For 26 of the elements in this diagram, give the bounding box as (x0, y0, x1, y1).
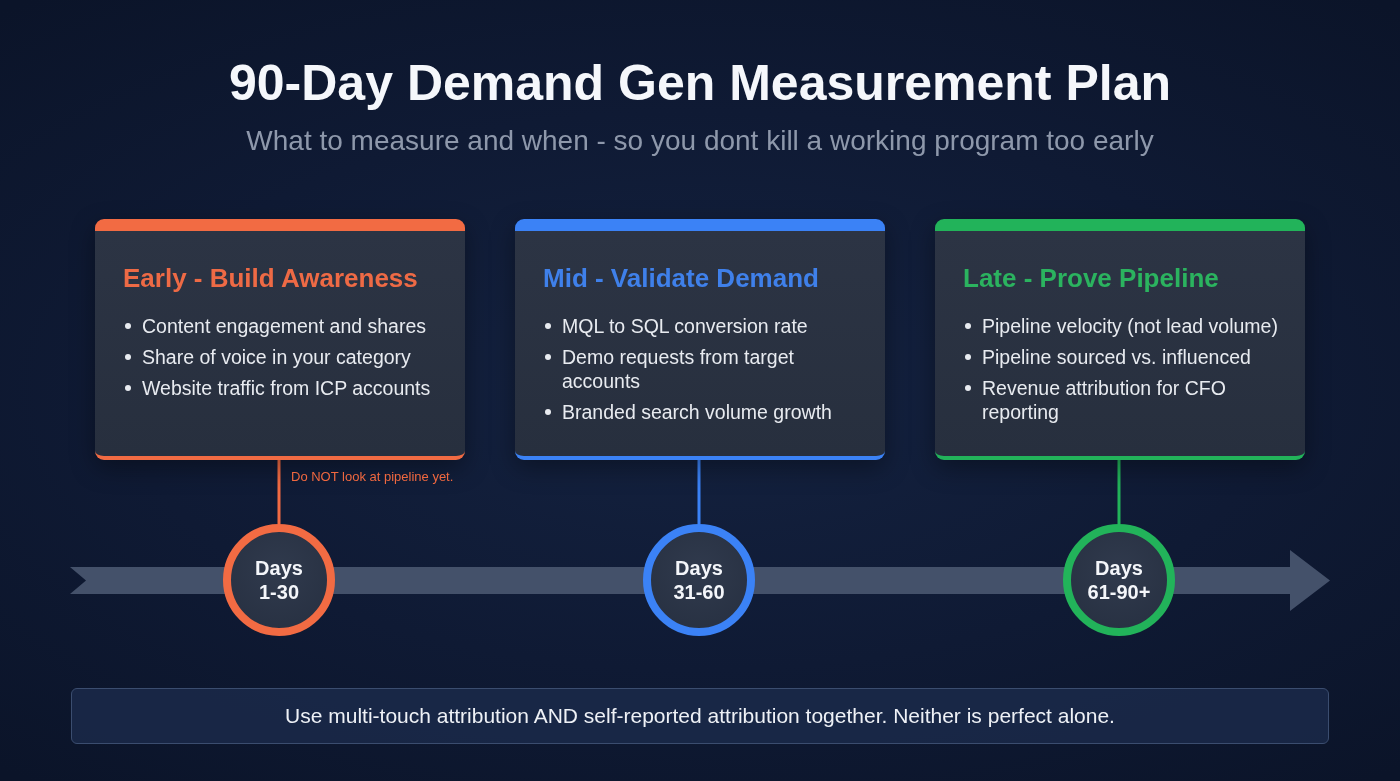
phase-card (515, 219, 885, 460)
banner-text: Use multi-touch attribution AND self-reported attribution together. Neither is perfect alone. (285, 703, 1115, 729)
bullet-text: Pipeline velocity (not lead volume) (982, 314, 1278, 338)
day-range-label: Days 1-30 (254, 556, 304, 604)
subtitle: What to measure and when - so you dont kill a working program too early (246, 124, 1154, 158)
day-range-label: Days 31-60 (672, 556, 726, 604)
bullet-text: Pipeline sourced vs. influenced (982, 345, 1251, 369)
day-range-label: Days 61-90+ (1086, 556, 1152, 604)
card-heading: Late - Prove Pipeline (963, 262, 1220, 294)
bullet-text: Website traffic from ICP accounts (142, 376, 431, 400)
bullet-text: Demo requests from target accounts (562, 345, 795, 393)
card-heading: Mid - Validate Demand (543, 262, 820, 294)
connector-line (1117, 460, 1121, 524)
bullet-text: MQL to SQL conversion rate (562, 314, 808, 338)
bullet-text: Content engagement and shares (142, 314, 427, 338)
warning-note: Do NOT look at pipeline yet. (291, 469, 454, 485)
connector-line (697, 460, 701, 524)
bullet-text: Share of voice in your category (142, 345, 411, 369)
diagram-title: 90-Day Demand Gen Measurement Plan (229, 54, 1171, 113)
phase-card (95, 219, 465, 460)
card-heading: Early - Build Awareness (123, 262, 419, 294)
phase-card (935, 219, 1305, 460)
bullet-text: Revenue attribution for CFO reporting (982, 376, 1227, 424)
bullet-text: Branded search volume growth (562, 400, 832, 424)
callout-banner (71, 688, 1329, 744)
connector-line (277, 460, 281, 524)
